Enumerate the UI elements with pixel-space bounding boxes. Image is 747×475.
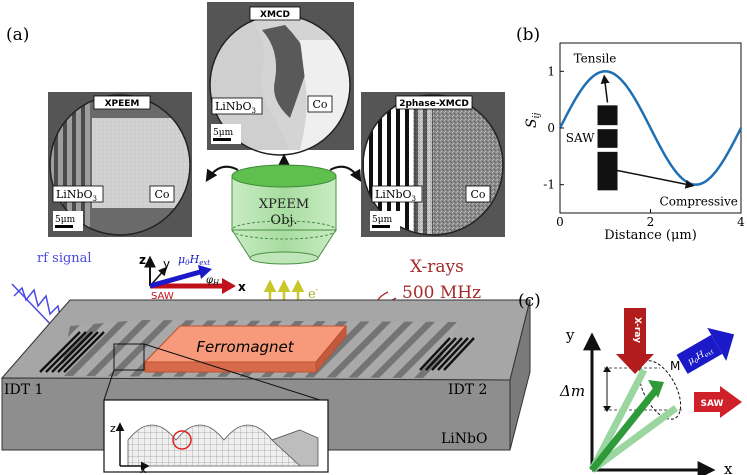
- twophase-scale: 5μm: [372, 215, 393, 225]
- electron-label: e-: [308, 285, 319, 302]
- y-tick-label: 0: [547, 121, 555, 135]
- axes-triad: z y x μ0Hext φH SAW: [139, 253, 246, 302]
- xmcd-left-label: LiNbO: [215, 100, 252, 113]
- xpeem-left-label: LiNbO: [56, 188, 93, 201]
- xmcd-scale: 5μm: [213, 128, 234, 138]
- saw-arrow-c: SAW: [694, 386, 742, 418]
- arrow-to-twophase: [329, 165, 362, 183]
- y-tick-label: 1: [547, 64, 555, 78]
- twophase-image: 2phase-XMCD LiNbO3 Co 5μm: [361, 92, 505, 237]
- xmcd-title: XMCD: [260, 10, 290, 20]
- xpeem-title: XPEEM: [105, 99, 140, 109]
- c-x-label: x: [724, 460, 733, 475]
- panel-b-label: (b): [516, 25, 540, 45]
- c-y-label: y: [565, 326, 575, 344]
- xpeem-right-label: Co: [154, 188, 169, 201]
- svg-text:LiNbO3: LiNbO3: [375, 188, 416, 203]
- saw-block-stripe: [597, 147, 618, 152]
- svg-text:μ0Hext: μ0Hext: [686, 345, 715, 368]
- xray-arrow-c: X-ray: [616, 308, 654, 374]
- x-tick-label: 2: [647, 215, 655, 229]
- xpeem-objective: XPEEM Obj.: [231, 164, 337, 265]
- xpeem-image: XPEEM LiNbO3 Co 5μm: [48, 92, 192, 237]
- ferromagnet-block: Ferromagnet: [143, 324, 348, 374]
- objective-line2: Obj.: [270, 213, 297, 228]
- rf-signal-wave: [11, 283, 63, 331]
- tensile-annotation: Tensile: [574, 51, 617, 65]
- panel-a-label: (a): [6, 25, 29, 45]
- idt1-label: IDT 1: [4, 382, 43, 398]
- svg-text:z: z: [139, 253, 146, 267]
- field-label: μ0Hext: [178, 253, 210, 267]
- ferromagnet-label: Ferromagnet: [196, 338, 294, 356]
- saw-annotation: SAW: [566, 131, 595, 145]
- arrow-to-xpeem: [205, 165, 239, 183]
- xrays-label: X-rays: [410, 257, 464, 277]
- svg-text:LiNbO3: LiNbO3: [215, 100, 256, 115]
- inset-zoom: z x: [103, 343, 329, 475]
- saw-label-a: SAW: [151, 291, 174, 302]
- panel-c-label: (c): [518, 291, 541, 311]
- idt2-label: IDT 2: [448, 382, 487, 398]
- strain-curve: [558, 70, 743, 186]
- y-tick-label: -1: [543, 178, 555, 192]
- tensile-arrow: [600, 74, 610, 103]
- y-axis-label: Sij: [524, 113, 542, 128]
- twophase-right-label: Co: [470, 188, 485, 201]
- compressive-annotation: Compressive: [660, 195, 738, 209]
- vector-diagram: y x Δm M X-ray μ0Hext SAW: [559, 308, 742, 475]
- svg-text:x: x: [238, 280, 246, 294]
- rf-signal-label: rf signal: [37, 251, 92, 266]
- delta-m-label: Δm: [559, 382, 585, 400]
- xmcd-right-label: Co: [312, 98, 327, 111]
- saw-block-stripe: [597, 125, 618, 130]
- svg-text:X-ray: X-ray: [632, 317, 642, 343]
- x-tick-label: 4: [737, 215, 745, 229]
- objective-line1: XPEEM: [259, 197, 309, 212]
- svg-text:x: x: [140, 463, 147, 475]
- xmcd-image: XMCD LiNbO3 Co 5μm: [207, 2, 354, 156]
- svg-text:z: z: [110, 422, 116, 435]
- m-label: M: [670, 359, 680, 373]
- twophase-title: 2phase-XMCD: [399, 99, 469, 109]
- field-arrow-c: μ0Hext: [676, 327, 735, 374]
- compressive-arrow: [617, 169, 695, 189]
- xrays-frequency: 500 MHz: [402, 283, 481, 303]
- svg-text:SAW: SAW: [701, 399, 724, 409]
- x-axis-label: Distance (μm): [604, 228, 697, 243]
- idt1-comb: [39, 331, 105, 373]
- svg-text:LiNbO3: LiNbO3: [56, 188, 97, 203]
- substrate-label: LiNbO: [441, 431, 487, 447]
- x-tick-label: 0: [556, 215, 564, 229]
- idt2-comb: [419, 337, 475, 371]
- phi-label: φH: [206, 275, 220, 287]
- xpeem-scale: 5μm: [55, 215, 76, 225]
- twophase-left-label: LiNbO: [375, 188, 412, 201]
- svg-text:y: y: [163, 257, 170, 271]
